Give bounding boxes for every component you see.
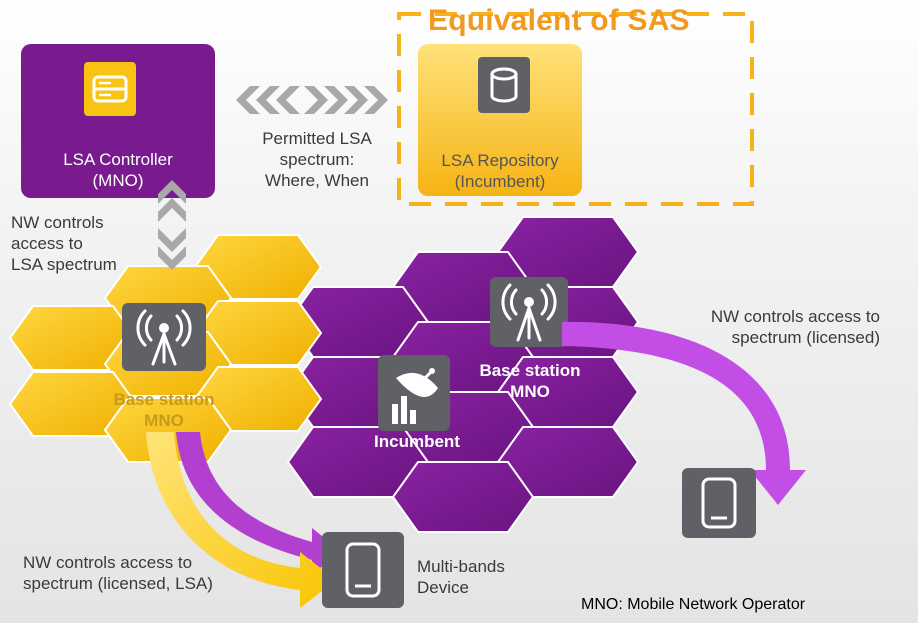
phone-icon-bottom	[322, 532, 404, 608]
lsa-repository-label: LSA Repository (Incumbent)	[418, 150, 582, 192]
lsa-controller-line1: LSA Controller	[63, 150, 173, 169]
permitted-lsa-label: Permitted LSA spectrum: Where, When	[232, 128, 402, 191]
permitted-lsa-line2: spectrum:	[279, 150, 355, 169]
phone-icon-right	[682, 468, 756, 538]
base-station-left-label: Base station MNO	[84, 389, 244, 431]
sas-boundary	[397, 12, 754, 206]
base-station-right-line1: Base station	[479, 361, 581, 380]
multi-bands-device-label: Multi-bands Device	[417, 556, 505, 598]
nw-controls-licensed-lsa-line2: spectrum (licensed, LSA)	[23, 574, 213, 593]
antenna-icon-left	[122, 303, 206, 371]
lsa-controller-box	[21, 44, 215, 198]
nw-controls-lsa-line2: access to	[11, 234, 83, 253]
nw-controls-licensed-lsa-line1: NW controls access to	[23, 553, 193, 572]
base-station-right-line2: MNO	[510, 382, 550, 401]
nw-controls-lsa-label: NW controls access to LSA spectrum	[11, 212, 117, 275]
lsa-repository-line1: LSA Repository	[441, 151, 559, 170]
base-station-left-line2: MNO	[144, 411, 184, 430]
nw-controls-lsa-line1: NW controls	[11, 213, 104, 232]
incumbent-label: Incumbent	[374, 432, 460, 451]
server-icon	[84, 62, 136, 116]
lsa-controller-label: LSA Controller (MNO)	[21, 149, 215, 191]
nw-controls-licensed-label: NW controls access to spectrum (licensed…	[640, 306, 880, 348]
nw-controls-licensed-line2: spectrum (licensed)	[731, 328, 880, 347]
nw-controls-licensed-line1: NW controls access to	[710, 307, 880, 326]
nw-controls-lsa-line3: LSA spectrum	[11, 255, 117, 274]
arrow-right-licensed	[562, 321, 806, 505]
base-station-right-label: Base station MNO	[450, 360, 610, 402]
base-station-left-line1: Base station	[113, 390, 215, 409]
antenna-icon-right	[490, 277, 568, 347]
permitted-lsa-line1: Permitted LSA	[262, 129, 372, 148]
exchange-arrow	[236, 86, 388, 114]
multi-bands-device-line1: Multi-bands	[417, 557, 505, 576]
sas-title: Equivalent of SAS	[428, 4, 690, 37]
multi-bands-device-line2: Device	[417, 578, 469, 597]
database-icon	[478, 57, 530, 113]
control-arrow	[158, 180, 186, 270]
permitted-lsa-line3: Where, When	[265, 171, 369, 190]
satellite-dish-icon	[378, 355, 450, 431]
lsa-controller-line2: (MNO)	[92, 171, 144, 190]
lsa-repository-box	[418, 44, 582, 196]
footer-note: MNO: Mobile Network Operator	[581, 596, 806, 613]
nw-controls-licensed-lsa-label: NW controls access to spectrum (licensed…	[23, 552, 283, 594]
lsa-repository-line2: (Incumbent)	[454, 172, 546, 191]
arrow-left-yellow	[146, 432, 336, 608]
